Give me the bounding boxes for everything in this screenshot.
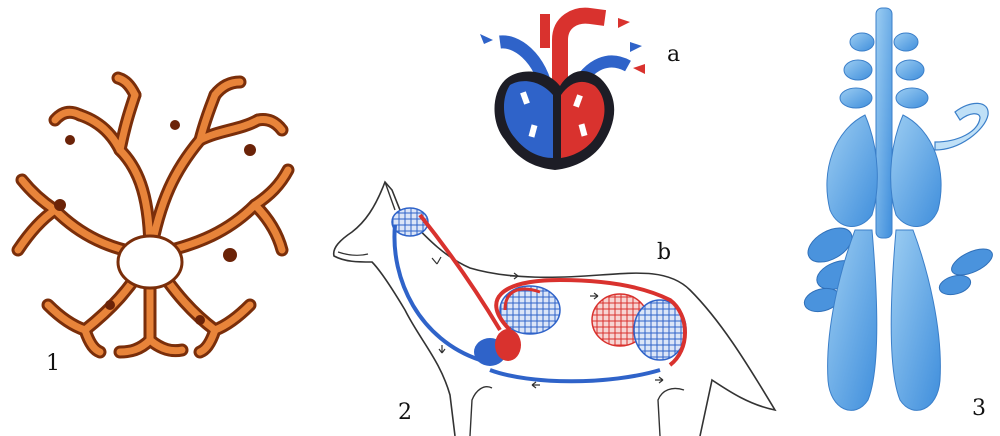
dog-hind-leg	[658, 388, 684, 436]
left-middle-organ	[827, 115, 877, 226]
right-lobe-cluster	[937, 244, 996, 298]
head-capillaries	[392, 208, 428, 236]
blue-organ-figure	[802, 8, 996, 410]
figure-label-b: b	[657, 242, 671, 264]
figure-label-1: 1	[46, 353, 60, 375]
dog-heart-red	[495, 329, 521, 361]
right-lower-limb	[891, 230, 940, 410]
systemic-vein	[490, 370, 660, 381]
dog-front-leg	[470, 387, 492, 436]
figure-label-2: 2	[398, 402, 412, 424]
right-middle-organ	[891, 115, 941, 226]
central-column	[876, 8, 892, 238]
dog-ear	[385, 182, 395, 210]
figure-label-a: a	[667, 44, 680, 66]
coral-central-cavity	[118, 236, 182, 288]
dog-mouth	[338, 252, 368, 255]
head-vein	[394, 225, 480, 360]
heart-diagram	[480, 14, 645, 170]
side-tube	[935, 103, 988, 150]
figure-label-3: 3	[972, 398, 986, 420]
coral-structure-figure	[18, 78, 288, 352]
dog-circulation-figure	[334, 182, 775, 436]
